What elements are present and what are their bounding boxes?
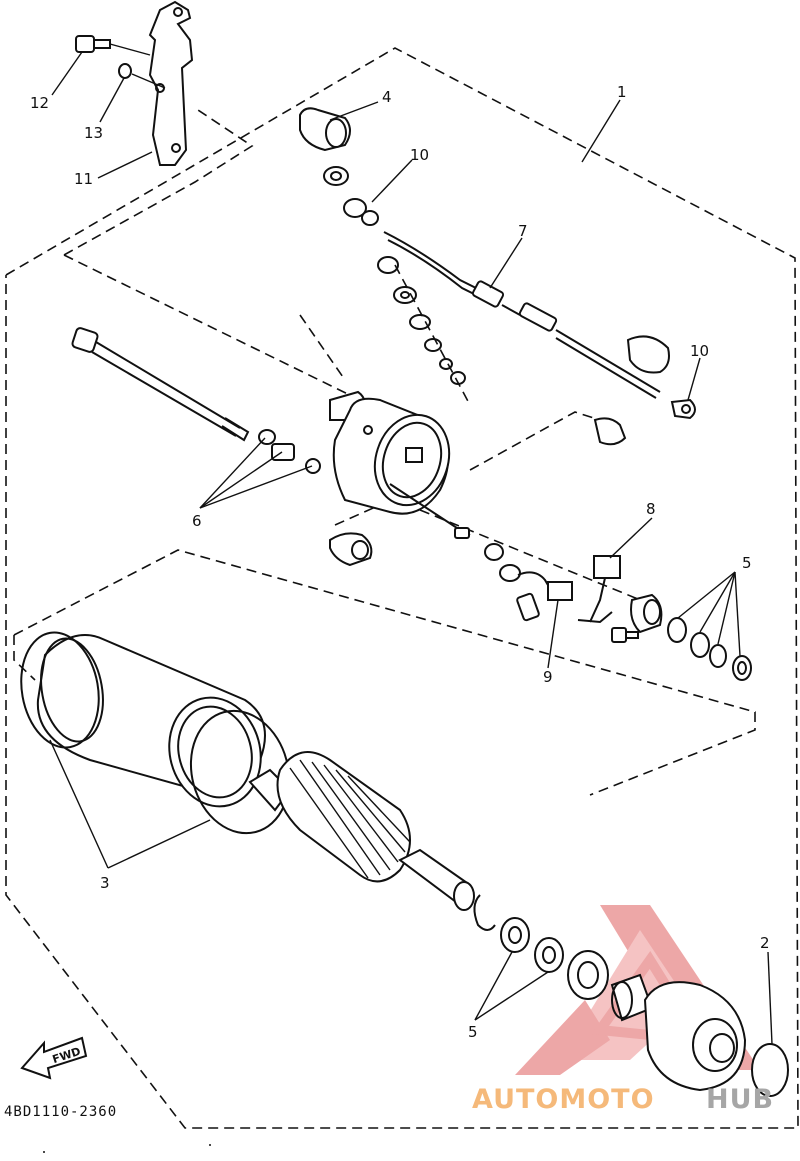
rear-cover-group (71, 327, 627, 567)
yoke-boundary (13, 549, 756, 796)
lead-wire-group (299, 107, 696, 420)
washer-5 (667, 617, 687, 643)
callout-8: 8 (646, 500, 656, 518)
nut (323, 166, 349, 186)
through-bolt-head (71, 327, 99, 353)
terminal-10 (670, 398, 696, 420)
bushing (630, 593, 663, 634)
brush-8 (593, 555, 621, 579)
callout-7: 7 (518, 222, 528, 240)
callout-11: 11 (74, 170, 93, 188)
watermark-part-b: HUB (706, 1084, 774, 1115)
o-ring-2 (751, 1043, 789, 1097)
front-cover-group (567, 950, 789, 1097)
oil-seal (567, 950, 609, 1000)
washer-5 (690, 632, 710, 658)
assembly-boundary (5, 47, 799, 1129)
bracket-group (63, 0, 254, 256)
brush-group (484, 543, 752, 681)
boot (626, 335, 670, 374)
bracket-hole (171, 143, 181, 153)
diagram-code: 4BD1110-2360 (4, 1104, 117, 1120)
callout-2: 2 (760, 934, 770, 952)
callout-1: 1 (617, 83, 627, 101)
armature (248, 751, 564, 973)
yoke-3 (20, 631, 291, 835)
lead-wire-7 (471, 280, 505, 308)
callout-4: 4 (382, 88, 392, 106)
leader-lines (49, 51, 773, 1045)
circlip (473, 894, 496, 931)
washer-5 (534, 937, 564, 973)
washer-5 (709, 644, 727, 668)
bolt-12 (75, 35, 111, 53)
bracket-hole (173, 7, 183, 17)
callout-13: 13 (84, 124, 103, 142)
brush-holder (405, 447, 423, 463)
fwd-arrow-icon: FWD (20, 1036, 88, 1080)
bracket-plate (271, 443, 295, 461)
callout-10: 10 (690, 342, 709, 360)
washer-13 (118, 63, 132, 79)
callout-5: 5 (742, 554, 752, 572)
bracket-11 (148, 0, 194, 166)
callout-5: 5 (468, 1023, 478, 1041)
callout-10: 10 (410, 146, 429, 164)
callout-12: 12 (30, 94, 49, 112)
callout-9: 9 (543, 668, 553, 686)
watermark-text: AUTOMOTO HUB (472, 1084, 774, 1115)
brush-9 (547, 581, 573, 601)
washer-5 (732, 655, 752, 681)
washer-5 (500, 917, 530, 953)
cover-clip (329, 532, 373, 567)
callout-3: 3 (100, 874, 110, 892)
watermark-part-a: AUTOMOTO (472, 1084, 655, 1115)
callout-6: 6 (192, 512, 202, 530)
callout-labels: 1 2 3 4 5 5 6 7 8 9 10 10 11 12 13 (30, 83, 770, 1041)
rear-cover-boundary (63, 254, 661, 609)
